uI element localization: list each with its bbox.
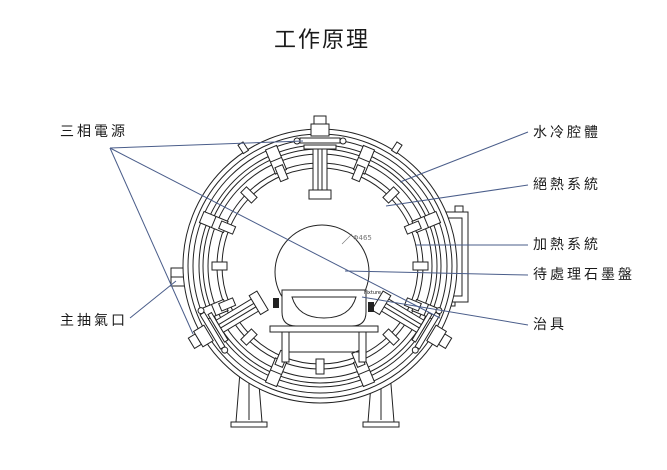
fixture-base (269, 325, 379, 333)
electrode-assembly (187, 290, 269, 354)
electrode-head (310, 123, 330, 137)
leader-power-top (109, 140, 304, 149)
label-vacuum-port: 主抽氣口 (60, 313, 128, 329)
electrode-assembly (371, 290, 453, 354)
insulation-clamp-detail (423, 304, 430, 316)
fixture-support-left (281, 331, 290, 363)
electrode-rod-line (384, 301, 422, 325)
electrode-bolt (339, 137, 347, 145)
heater-block (240, 328, 258, 346)
heater-block-group (240, 328, 258, 346)
fixture-tag-text: Fixture (364, 290, 381, 296)
electrode-bolt (411, 346, 419, 354)
insulation-clamp-detail (423, 216, 430, 228)
leader-graphite-disc (344, 270, 529, 276)
heater-block-group (403, 220, 422, 235)
insulation-clamp-detail (270, 156, 282, 163)
insulation-clamp-detail (210, 304, 217, 316)
heater-block (382, 186, 400, 204)
heater-block-group (274, 164, 289, 183)
electrode-connector (308, 189, 332, 200)
label-graphite-disc: 待處理石墨盤 (533, 267, 635, 283)
electrode-head (426, 324, 448, 348)
insulation-clamp-detail (358, 156, 370, 163)
heater-block-group (211, 261, 228, 271)
heater-block-group (412, 261, 429, 271)
heater-block (412, 261, 429, 271)
fixture-clamp-right (368, 302, 374, 312)
electrode-assembly (293, 115, 347, 200)
heater-blocks (211, 164, 429, 375)
heater-block (274, 164, 289, 183)
diagram-title: 工作原理 (274, 28, 370, 53)
label-insulation: 絕熱系統 (533, 177, 601, 193)
label-heating: 加熱系統 (533, 237, 601, 253)
leader-power-right (109, 147, 441, 319)
shell-nub-group (390, 141, 403, 155)
electrode-bolt (221, 346, 229, 354)
heater-block (218, 297, 237, 312)
leader-vacuum-port (129, 280, 177, 319)
heater-block-group (315, 358, 325, 375)
labels: 三相電源 主抽氣口 水冷腔體 絕熱系統 加熱系統 待處理石墨盤 治具 (60, 124, 635, 333)
leader-power-left (109, 147, 194, 335)
dimension-leader (341, 233, 353, 245)
heater-block (240, 186, 258, 204)
electrode-rod-line (218, 301, 256, 325)
electrode-flange (299, 137, 341, 144)
heater-block (403, 220, 422, 235)
electrode-connector (248, 290, 269, 316)
leader-lines (109, 131, 529, 335)
electrode-bolt (197, 307, 205, 315)
leader-water-chamber (399, 131, 529, 183)
label-fixture: 治具 (533, 317, 567, 333)
shell-nub (390, 141, 403, 155)
leader-fixture (361, 296, 529, 326)
electrode-bottom-right (371, 290, 453, 354)
shell-nubs (237, 141, 403, 155)
fixture: Fixture (269, 289, 381, 363)
electrode-rod-line (382, 305, 420, 329)
heater-block (211, 261, 228, 271)
heater-block (315, 358, 325, 375)
electrode-top (293, 115, 347, 200)
leader-insulation (385, 184, 529, 207)
electrode-rod (312, 148, 328, 193)
fixture-frame (281, 289, 367, 327)
label-power: 三相電源 (60, 124, 128, 140)
heater-block (351, 164, 366, 183)
heater-block (382, 328, 400, 346)
electrode-bottom-left (187, 290, 269, 354)
fixture-clamp-left (273, 298, 279, 308)
electrode-rod-line (220, 305, 258, 329)
insulation-clamp-detail (270, 369, 282, 376)
heater-block-group (382, 328, 400, 346)
label-water-chamber: 水冷腔體 (533, 125, 601, 141)
heater-block-group (351, 164, 366, 183)
heater-block (218, 220, 237, 235)
heater-block-group (240, 186, 258, 204)
insulation-clamp-detail (358, 369, 370, 376)
electrode-cap (313, 115, 327, 125)
furnace-body: Φ465 Fixture (170, 115, 469, 428)
fixture-cradle (291, 296, 357, 319)
disc-dimension-text: Φ465 (353, 234, 372, 242)
heater-block-group (218, 297, 237, 312)
electrode-flange-lower (303, 144, 337, 150)
fixture-support-right (358, 331, 367, 363)
heater-block-group (382, 186, 400, 204)
heater-block-group (218, 220, 237, 235)
insulation-clamp-detail (210, 216, 217, 228)
electrode-head (192, 324, 214, 348)
electrode-connector (371, 290, 392, 316)
